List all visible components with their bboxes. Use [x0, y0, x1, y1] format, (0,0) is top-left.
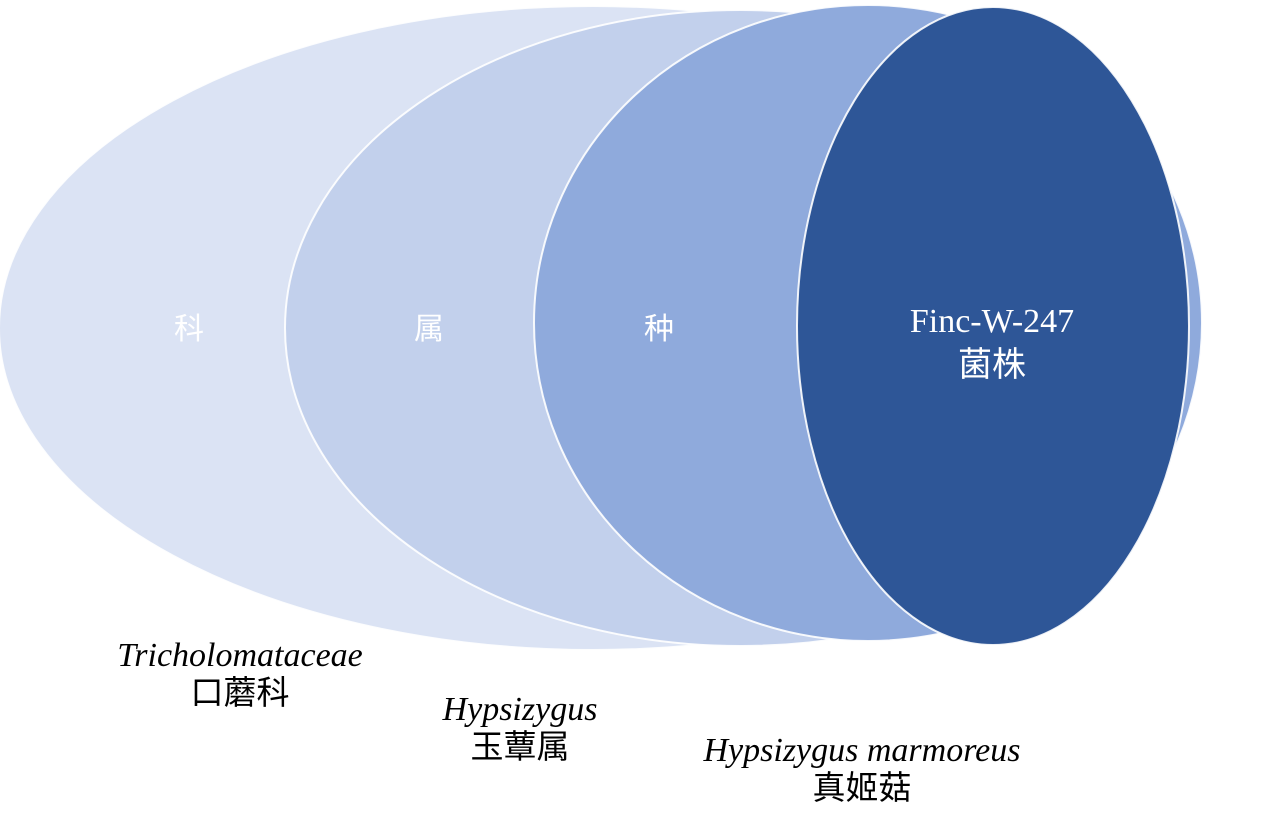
family-chinese-name: 口蘑科	[190, 676, 290, 713]
family-latin-name: Tricholomataceae	[117, 637, 363, 674]
species-latin-name: Hypsizygus marmoreus	[703, 732, 1021, 769]
genus-caption: Hypsizygus 玉蕈属	[443, 690, 598, 769]
species-chinese-name: 真姬菇	[812, 771, 912, 808]
strain-label: Finc-W-247 菌株	[910, 300, 1074, 388]
genus-chinese-name: 玉蕈属	[470, 730, 570, 767]
family-caption: Tricholomataceae 口蘑科	[117, 636, 363, 715]
ellipse-strain	[796, 6, 1190, 646]
species-caption: Hypsizygus marmoreus 真姬菇	[703, 731, 1020, 810]
family-rank-label: 科	[174, 313, 206, 346]
strain-name: Finc-W-247	[909, 302, 1075, 340]
genus-latin-name: Hypsizygus	[442, 691, 598, 728]
genus-rank-label: 属	[414, 313, 446, 346]
strain-rank: 菌株	[958, 347, 1026, 384]
species-rank-label: 种	[644, 313, 676, 346]
